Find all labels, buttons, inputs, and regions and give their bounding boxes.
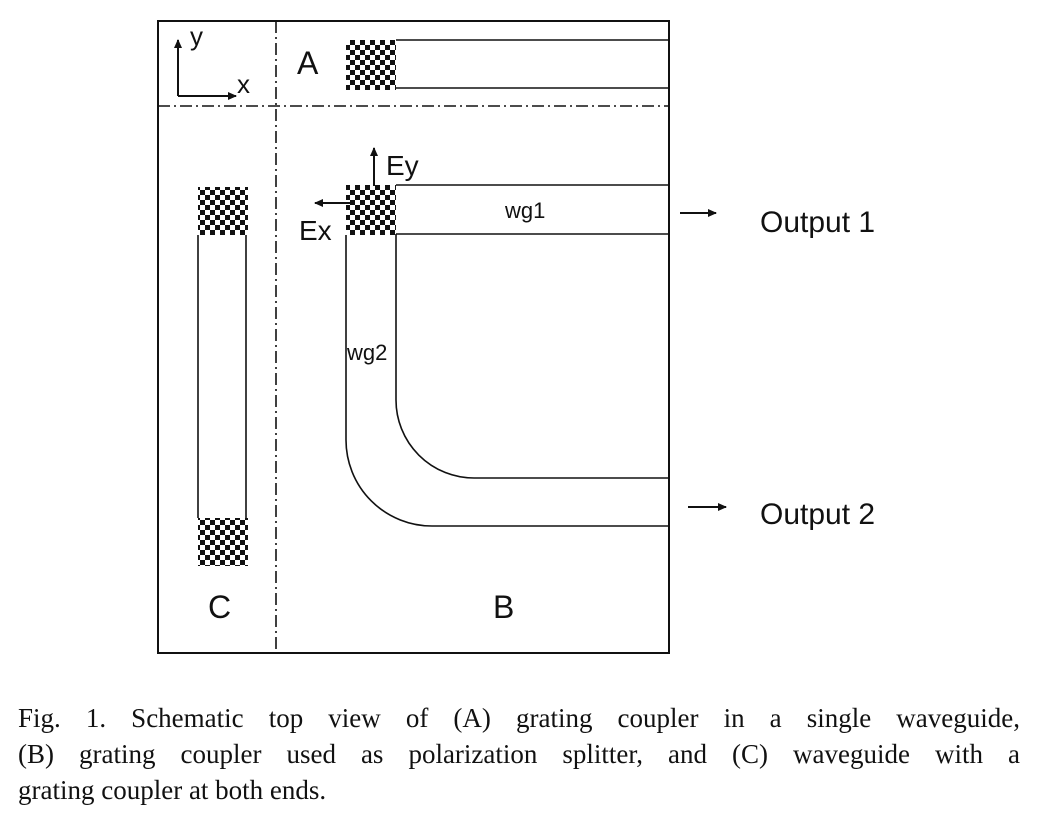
grating-coupler-c-top: [198, 187, 248, 235]
grating-coupler-c-bottom: [198, 518, 248, 566]
wg2-label: wg2: [346, 340, 387, 365]
grating-coupler-a: [346, 40, 396, 90]
wg2-outer-edge: [345, 235, 669, 527]
axes-indicator: y x: [174, 21, 250, 100]
ex-label: Ex: [299, 215, 332, 246]
panel-c-label: C: [208, 589, 231, 625]
panel-a-label: A: [297, 45, 319, 81]
figure-caption: Fig. 1. Schematic top view of (A) gratin…: [18, 700, 1020, 808]
wg1-label: wg1: [504, 198, 545, 223]
caption-line-3: grating coupler at both ends.: [18, 775, 327, 805]
schematic-figure: y x A C Ey Ex wg1 wg2 B Output 1: [157, 20, 875, 654]
panel-b: Ey Ex wg1 wg2 B: [299, 147, 669, 625]
wg2-inner-edge: [395, 234, 669, 479]
ey-label: Ey: [386, 150, 419, 181]
panel-a: A: [297, 39, 669, 90]
y-axis-label: y: [190, 21, 203, 51]
caption-line-2: (B) grating coupler used as polarization…: [18, 739, 1020, 769]
panel-c: C: [197, 187, 248, 625]
output-1-label: Output 1: [760, 206, 875, 239]
panel-b-label: B: [493, 589, 514, 625]
figure-frame: [157, 20, 670, 654]
grating-coupler-b: [346, 185, 396, 235]
output-2-label: Output 2: [760, 498, 875, 531]
x-axis-label: x: [237, 69, 250, 99]
caption-line-1: Fig. 1. Schematic top view of (A) gratin…: [18, 703, 1020, 733]
